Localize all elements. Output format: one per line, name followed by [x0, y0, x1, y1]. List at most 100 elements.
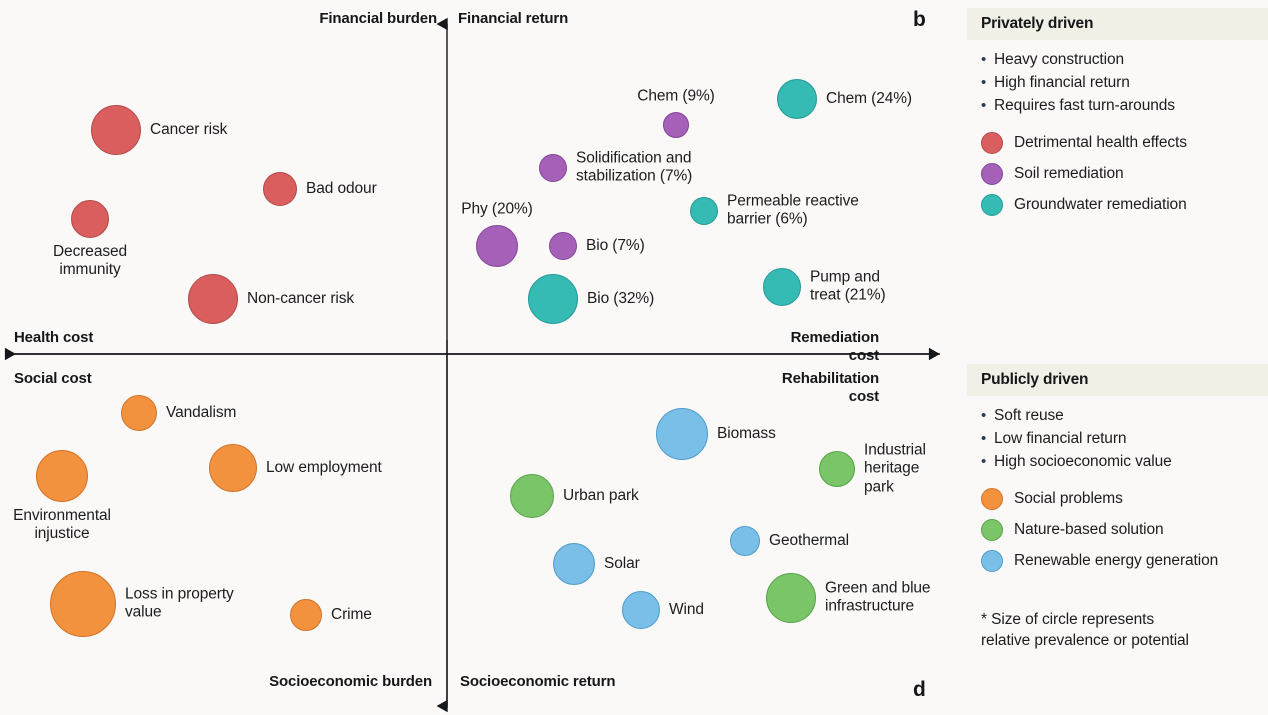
- bubble-label: Permeable reactive barrier (6%): [727, 192, 859, 228]
- axis-label-financial-burden: Financial burden: [319, 10, 437, 27]
- legend-swatch-label: Renewable energy generation: [1014, 551, 1219, 569]
- bubble-label: Green and blue infrastructure: [825, 579, 931, 615]
- bubble-label: Solidification and stabilization (7%): [576, 149, 693, 185]
- legend-column: Privately driven • Heavy construction • …: [967, 0, 1268, 715]
- legend-bullet: • High socioeconomic value: [981, 451, 1268, 474]
- bubble-label: Loss in property value: [125, 585, 234, 621]
- bubble-label: Decreased immunity: [52, 243, 128, 279]
- bubble-detrimental-health-effects[interactable]: [263, 172, 297, 206]
- bubble-soil-remediation[interactable]: [476, 225, 518, 267]
- legend-swatch-circle-icon: [981, 518, 1003, 541]
- legend-bullet-label: Heavy construction: [994, 51, 1125, 68]
- legend-swatch-label: Groundwater remediation: [1014, 195, 1187, 213]
- bullet-icon: •: [981, 407, 987, 424]
- legend-swatch-item[interactable]: Social problems: [981, 487, 1268, 510]
- bubble-label: Crime: [331, 605, 372, 623]
- bubble-social-problems[interactable]: [50, 571, 116, 637]
- legend-bullet: • High financial return: [981, 72, 1268, 95]
- axis-label-financial-return: Financial return: [458, 10, 569, 27]
- bubble-social-problems[interactable]: [290, 599, 322, 631]
- axis-label-remediation-cost: Remediation cost: [790, 329, 880, 364]
- axis-label-socioeconomic-burden: Socioeconomic burden: [269, 673, 432, 690]
- legend-bullet: • Low financial return: [981, 428, 1268, 451]
- legend-body-publicly-driven: • Soft reuse • Low financial return • Hi…: [967, 396, 1268, 572]
- legend-swatch-item[interactable]: Renewable energy generation: [981, 549, 1268, 572]
- legend-swatch-item[interactable]: Groundwater remediation: [981, 193, 1268, 216]
- bubble-detrimental-health-effects[interactable]: [91, 105, 141, 155]
- legend-privately-driven: Privately driven • Heavy construction • …: [967, 8, 1268, 216]
- legend-swatch-label: Social problems: [1014, 489, 1123, 507]
- bubble-groundwater-remediation[interactable]: [777, 79, 817, 119]
- scatter-plot-area: Financial burden Financial return Socioe…: [4, 8, 941, 713]
- bubble-renewable-energy-generation[interactable]: [656, 408, 708, 460]
- bubble-label: Industrial heritage park: [864, 441, 926, 496]
- bullet-icon: •: [981, 429, 987, 447]
- bubble-label: Environmental injustice: [13, 507, 111, 543]
- bubble-groundwater-remediation[interactable]: [763, 268, 801, 306]
- bubble-label: Biomass: [717, 424, 776, 442]
- bubble-nature-based-solution[interactable]: [510, 474, 554, 518]
- legend-bullet-label: High socioeconomic value: [994, 452, 1172, 470]
- bubble-renewable-energy-generation[interactable]: [553, 543, 595, 585]
- bubble-social-problems[interactable]: [209, 444, 257, 492]
- bullet-icon: •: [981, 51, 987, 68]
- legend-swatch-item[interactable]: Soil remediation: [981, 162, 1268, 185]
- axis-label-social-cost: Social cost: [14, 370, 92, 387]
- legend-bullet: • Requires fast turn-arounds: [981, 95, 1268, 118]
- bubble-renewable-energy-generation[interactable]: [730, 526, 760, 556]
- panel-letter-b: b: [913, 8, 926, 31]
- bubble-label: Chem (24%): [826, 89, 912, 107]
- legend-swatch-circle-icon: [981, 162, 1003, 185]
- bubble-label: Bio (7%): [586, 236, 645, 254]
- bubble-label: Chem (9%): [637, 87, 715, 105]
- legend-swatch-circle-icon: [981, 549, 1003, 572]
- legend-bullet: • Heavy construction: [981, 49, 1268, 72]
- legend-title-privately-driven: Privately driven: [967, 8, 1268, 40]
- bubble-groundwater-remediation[interactable]: [690, 197, 718, 225]
- bullet-icon: •: [981, 96, 987, 114]
- bubble-label: Cancer risk: [150, 120, 228, 138]
- bubble-social-problems[interactable]: [36, 450, 88, 502]
- bubble-soil-remediation[interactable]: [539, 154, 567, 182]
- legend-body-privately-driven: • Heavy construction • High financial re…: [967, 40, 1268, 216]
- legend-swatch-label: Nature-based solution: [1014, 520, 1164, 538]
- bubble-label: Wind: [669, 600, 704, 618]
- bubble-social-problems[interactable]: [121, 395, 157, 431]
- bullet-icon: •: [981, 73, 987, 91]
- bubble-label: Geothermal: [769, 531, 849, 549]
- legend-swatch-label: Detrimental health effects: [1014, 133, 1187, 151]
- bubble-soil-remediation[interactable]: [663, 112, 689, 138]
- legend-swatch-item[interactable]: Detrimental health effects: [981, 131, 1268, 154]
- bubble-label: Low employment: [266, 458, 382, 476]
- bubble-label: Solar: [604, 554, 640, 572]
- bubble-label: Bio (32%): [587, 289, 655, 307]
- legend-bullet-label: Soft reuse: [994, 407, 1064, 424]
- legend-bullet: • Soft reuse: [981, 405, 1268, 428]
- axis-label-rehabilitation-cost: Rehabilitation cost: [781, 370, 879, 405]
- legend-swatch-item[interactable]: Nature-based solution: [981, 518, 1268, 541]
- bubble-nature-based-solution[interactable]: [819, 451, 855, 487]
- bubble-label: Non-cancer risk: [247, 289, 355, 307]
- legend-bullet-label: Requires fast turn-arounds: [994, 96, 1175, 114]
- bubble-soil-remediation[interactable]: [549, 232, 577, 260]
- bubble-label: Urban park: [563, 486, 639, 504]
- axis-label-socioeconomic-return: Socioeconomic return: [460, 673, 616, 690]
- bubble-label: Vandalism: [166, 403, 237, 421]
- bubble-label: Phy (20%): [461, 200, 533, 218]
- legend-size-note: * Size of circle represents relative pre…: [981, 611, 1189, 649]
- legend-bullet-label: Low financial return: [994, 429, 1127, 447]
- legend-swatch-label: Soil remediation: [1014, 164, 1124, 182]
- bubble-detrimental-health-effects[interactable]: [188, 274, 238, 324]
- bubble-nature-based-solution[interactable]: [766, 573, 816, 623]
- bubble-label: Bad odour: [306, 179, 377, 197]
- legend-bullet-label: High financial return: [994, 73, 1130, 91]
- legend-publicly-driven: Publicly driven • Soft reuse • Low finan…: [967, 364, 1268, 572]
- bubble-detrimental-health-effects[interactable]: [71, 200, 109, 238]
- panel-letter-d: d: [913, 678, 926, 701]
- bubble-label: Pump and treat (21%): [810, 268, 886, 304]
- bubble-renewable-energy-generation[interactable]: [622, 591, 660, 629]
- legend-swatch-circle-icon: [981, 131, 1003, 154]
- bubble-groundwater-remediation[interactable]: [528, 274, 578, 324]
